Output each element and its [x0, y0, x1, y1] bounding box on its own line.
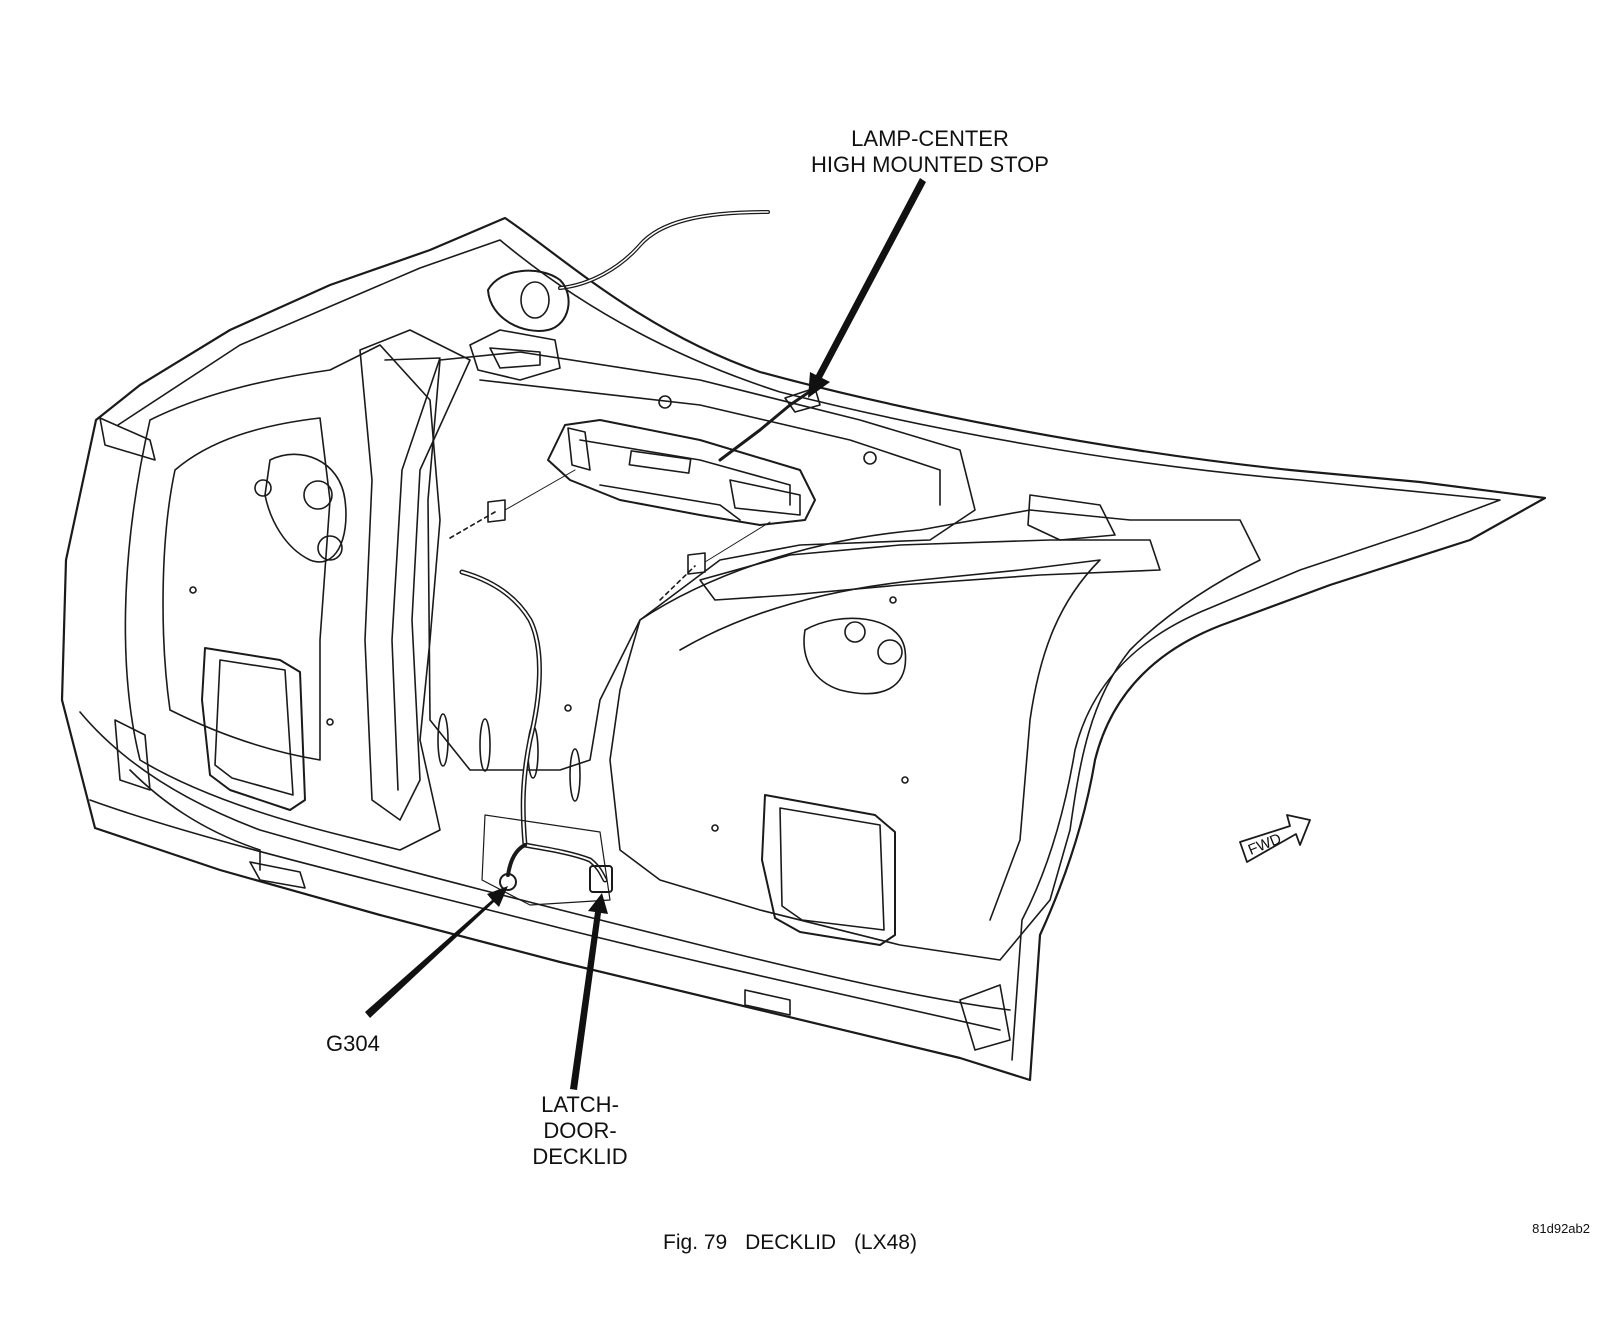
- lamp-leader: [808, 178, 926, 398]
- latch-label-line3: DECKLID: [532, 1144, 628, 1169]
- figure-model: (LX48): [853, 1231, 917, 1254]
- figure-title: DECKLID: [745, 1231, 837, 1254]
- latch-connector: [589, 865, 613, 893]
- right-hinge-arm: [699, 539, 1161, 601]
- left-hinge-arm: [359, 329, 471, 821]
- right-access-hole: [761, 794, 896, 946]
- g304-ground: [499, 873, 517, 891]
- latch-door-decklid-label: LATCH- DOOR- DECKLID: [520, 1092, 640, 1170]
- figure-caption: Fig. 79 DECKLID (LX48): [600, 1230, 980, 1256]
- left-hinge-bracket: [264, 453, 347, 563]
- upper-wire: [558, 210, 770, 290]
- left-inner-panel: [124, 344, 441, 851]
- decklid-inner-rim: [117, 239, 1501, 1061]
- decklid-outline: [60, 216, 1547, 1082]
- g304-leader: [365, 886, 508, 1018]
- lamp-label-line1: LAMP-CENTER: [851, 126, 1009, 151]
- lamp-assembly: [547, 419, 816, 526]
- latch-label-line2: DOOR-: [543, 1118, 617, 1143]
- lamp-label-line2: HIGH MOUNTED STOP: [811, 152, 1049, 177]
- left-access-hole: [201, 647, 306, 811]
- figure-number: Fig. 79: [663, 1231, 728, 1254]
- latch-label-line1: LATCH-: [541, 1092, 619, 1117]
- grommet: [487, 269, 570, 332]
- right-hinge-bracket: [803, 617, 907, 695]
- center-upper-panel: [427, 351, 976, 771]
- latch-leader: [570, 893, 608, 1090]
- drawing-code: 81d92ab2: [1532, 1221, 1590, 1236]
- g304-label: G304: [326, 1031, 380, 1056]
- lamp-center-high-mounted-stop-label: LAMP-CENTER HIGH MOUNTED STOP: [790, 126, 1070, 178]
- fwd-arrow-icon: [1239, 814, 1311, 863]
